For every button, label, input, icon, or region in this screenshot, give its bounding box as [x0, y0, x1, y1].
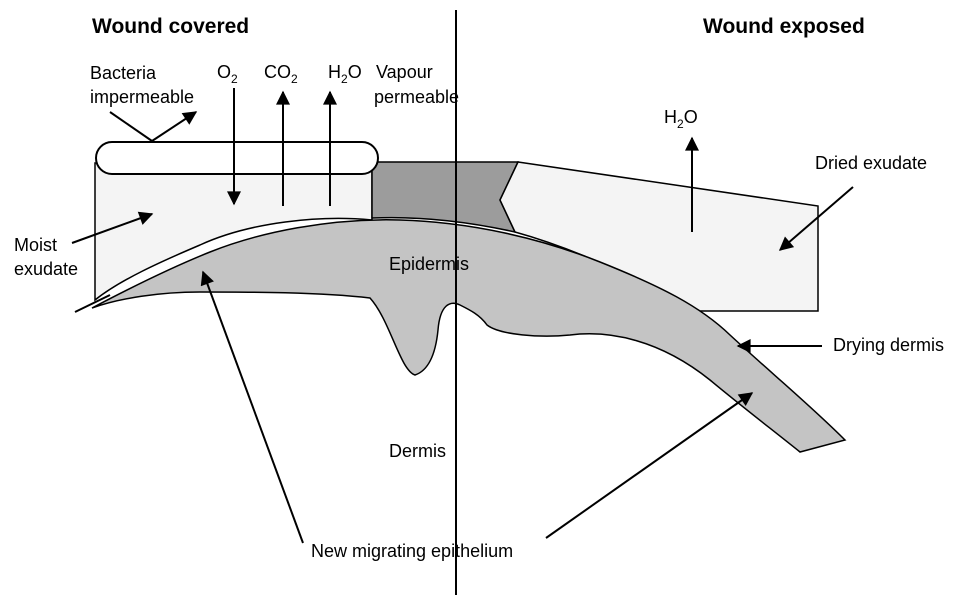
dressing — [96, 142, 378, 174]
o2-label: O2 — [217, 62, 238, 86]
co2-label: CO2 — [264, 62, 298, 86]
h2o-right-label: H2O — [664, 107, 698, 131]
epithelium-arrow-right — [546, 393, 752, 538]
bacteria-label: Bacteria — [90, 63, 157, 83]
epidermis-label: Epidermis — [389, 254, 469, 274]
moist-label: Moist — [14, 235, 57, 255]
bacteria-pointer — [110, 112, 152, 141]
exudate-label: exudate — [14, 259, 78, 279]
left-title: Wound covered — [92, 15, 249, 38]
impermeable-label: impermeable — [90, 87, 194, 107]
permeable-label: permeable — [374, 87, 459, 107]
right-title: Wound exposed — [703, 15, 865, 38]
vapour-label: Vapour — [376, 62, 433, 82]
new-epithelium-label: New migrating epithelium — [311, 541, 513, 561]
h2o-left-label: H2O — [328, 62, 362, 86]
bacteria-arrow — [152, 112, 196, 141]
dermis-label: Dermis — [389, 441, 446, 461]
drying-dermis-label: Drying dermis — [833, 335, 944, 355]
epithelium-arrow-left — [203, 272, 303, 543]
dried-exudate-label: Dried exudate — [815, 153, 927, 173]
